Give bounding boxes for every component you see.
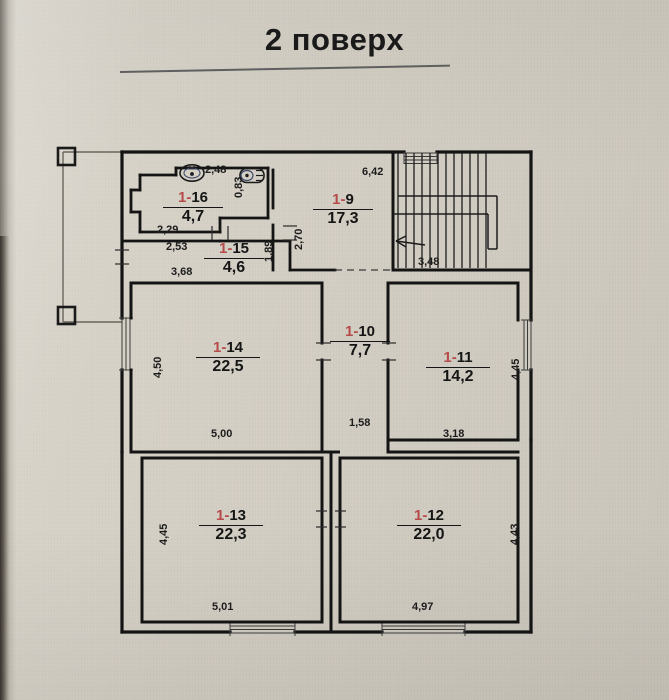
room-number-1-9: 1-9 [313,192,373,210]
door-opening-balcony [115,249,129,265]
room-label-1-12: 1-12 22,0 [397,508,461,544]
door-opening-1-13 [316,510,327,528]
room-number-1-10: 1-10 [330,324,390,342]
interior-walls-bottom [140,450,520,634]
dim-2-29: 2,29 [157,224,179,236]
room-area-1-15: 4,6 [222,258,246,276]
interior-walls-middle [129,281,520,454]
window-left-1 [119,317,133,371]
walls-room-1-15 [120,168,337,272]
door-opening-1-11 [382,342,396,361]
dim-4-97: 4,97 [412,601,434,613]
room-area-1-10: 7,7 [348,341,372,359]
room-area-1-16: 4,7 [181,207,205,225]
window-right-1 [521,319,533,371]
room-label-1-9: 1-9 17,3 [313,192,373,228]
room-area-1-13: 22,3 [215,525,247,543]
dim-3-48: 3,48 [418,256,440,268]
plan-geometry [56,146,533,636]
room-number-1-14: 1-14 [196,340,260,358]
door-opening-1-9 [283,225,297,241]
dim-2-53: 2,53 [166,241,188,253]
door-opening-1-12 [335,510,346,528]
stair-direction-arrow [395,235,426,248]
room-label-1-10: 1-10 7,7 [330,324,390,360]
window-bottom-2 [381,623,466,636]
dim-4-45-right: 4,45 [510,358,522,380]
dim-1-89: 1,89 [263,240,275,262]
dim-2-48: 2,48 [205,164,227,176]
balcony-pillar-bottom [56,305,77,326]
dim-3-18: 3,18 [443,428,465,440]
room-number-1-12: 1-12 [397,508,461,526]
room-label-1-16: 1-16 4,7 [163,190,223,226]
room-area-1-9: 17,3 [327,209,359,227]
room-area-1-11: 14,2 [442,367,474,385]
room-label-1-11: 1-11 14,2 [426,350,490,386]
door-opening-1-14 [316,342,331,361]
sink-icon [179,164,205,183]
room-area-1-12: 22,0 [413,525,445,543]
room-number-1-16: 1-16 [163,190,223,208]
room-area-1-14: 22,5 [212,357,244,375]
dim-4-43: 4,43 [509,523,521,545]
room-label-1-13: 1-13 22,3 [199,508,263,544]
dim-4-45-left: 4,45 [158,523,170,545]
balcony-pillar-top [56,146,77,167]
door-opening-1-16 [211,226,229,240]
room-number-1-11: 1-11 [426,350,490,368]
window-bottom-1 [229,623,296,636]
page-title: 2 поверх [264,22,405,57]
room-number-1-15: 1-15 [204,241,264,259]
dim-0-83: 0,83 [233,176,245,198]
dim-4-50: 4,50 [152,356,164,378]
dim-3-68: 3,68 [171,266,193,278]
outer-walls [120,150,533,634]
balcony-outline [62,151,122,323]
room-label-1-15: 1-15 4,6 [204,241,264,277]
dim-6-42: 6,42 [362,166,384,178]
window-top [403,152,438,164]
dim-5-00: 5,00 [211,428,233,440]
photo-left-edge-shadow-lower [0,236,10,700]
room-number-1-13: 1-13 [199,508,263,526]
dim-2-70: 2,70 [293,228,305,250]
dim-1-58: 1,58 [349,417,371,429]
staircase [391,150,533,272]
room-label-1-14: 1-14 22,5 [196,340,260,376]
dim-5-01: 5,01 [212,601,234,613]
toilet-icon [239,167,265,184]
